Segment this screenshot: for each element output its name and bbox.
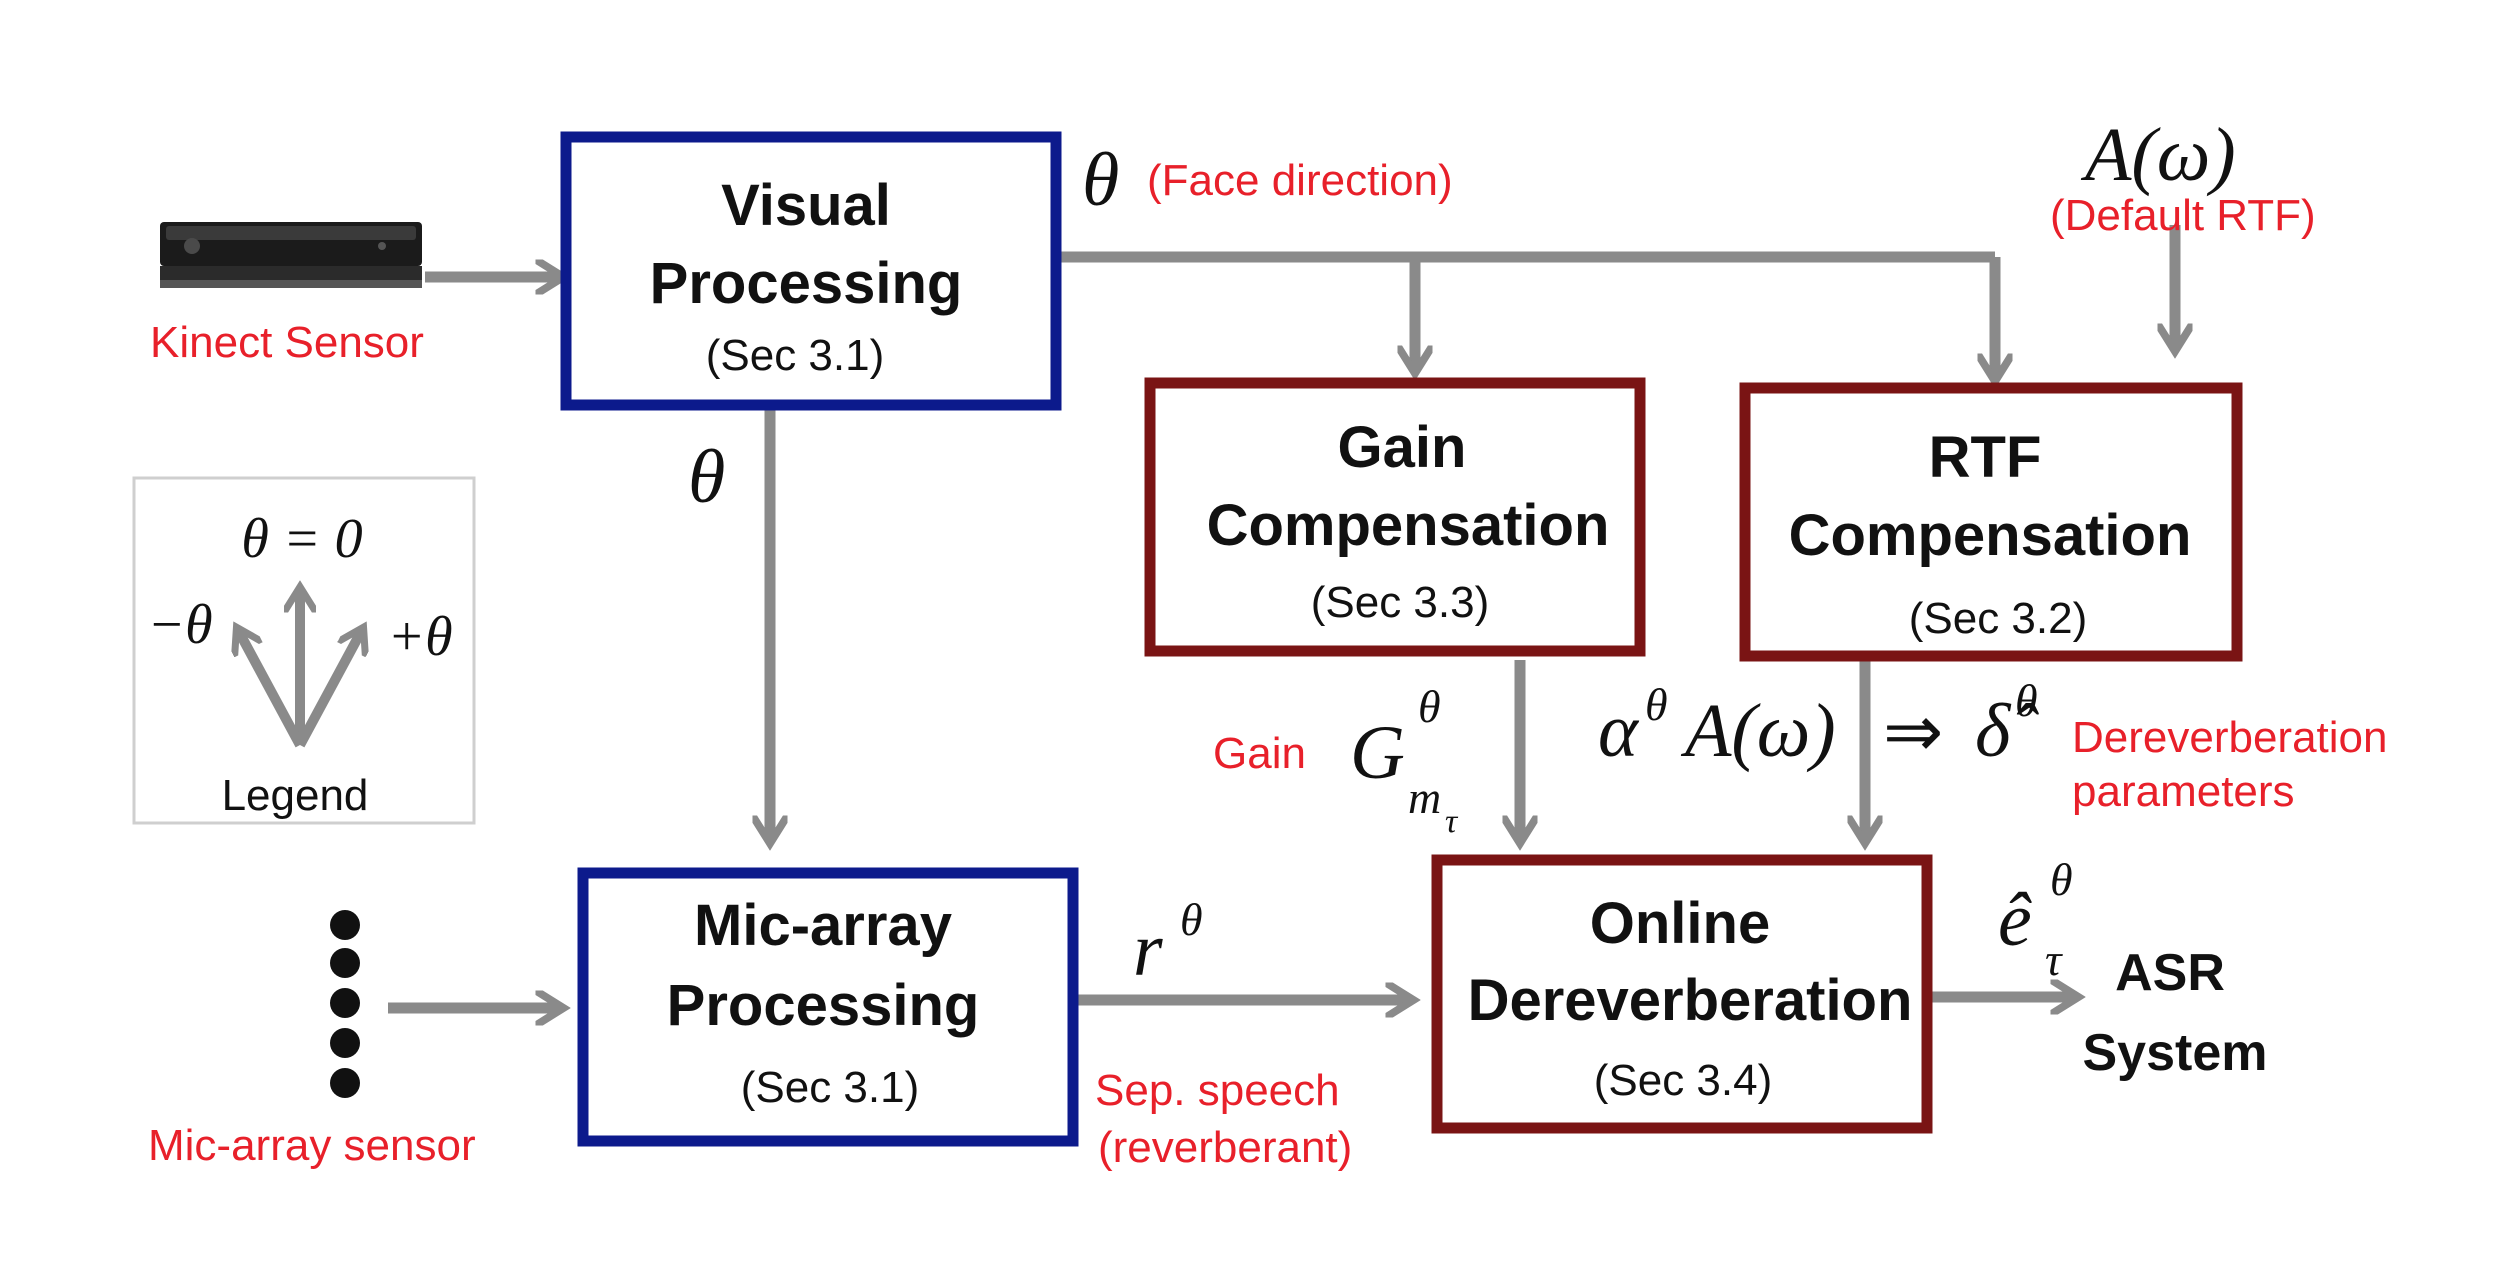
legend-theta-zero: θ = 0	[241, 508, 362, 570]
svg-text:A(ω): A(ω)	[1680, 689, 1836, 773]
mic-title-line1: Mic-array	[694, 893, 952, 958]
r-theta-symbol: r θ	[1133, 894, 1203, 992]
svg-text:θ: θ	[2050, 854, 2073, 905]
face-direction-label: (Face direction)	[1147, 156, 1453, 205]
alpha-a-omega-expression: α θ A(ω) ⇒ δ̂ θ	[1598, 675, 2039, 773]
e-hat-symbol: ê θ τ	[1998, 854, 2073, 985]
gain-compensation-box	[1144, 377, 1646, 657]
mic-section-ref: (Sec 3.1)	[741, 1063, 920, 1112]
gain-title-line1: Gain	[1338, 415, 1467, 480]
dereverberation-params-line1: Dereverberation	[2072, 713, 2388, 762]
svg-text:r: r	[1133, 908, 1163, 992]
svg-text:α: α	[1598, 689, 1640, 773]
theta-to-mic-symbol: θ	[688, 435, 725, 519]
svg-text:τ: τ	[1445, 803, 1459, 840]
a-omega-symbol: A(ω)	[2080, 113, 2236, 197]
legend-arrows	[238, 590, 362, 748]
mic-array-dots-icon	[330, 910, 360, 1098]
svg-text:τ: τ	[2045, 934, 2063, 985]
legend-label: Legend	[222, 771, 369, 820]
legend-box: θ = 0 −θ +θ Legend	[132, 476, 476, 825]
mic-array-processing-box	[577, 867, 1079, 1147]
gain-title-line2: Compensation	[1207, 493, 1610, 558]
connectors	[388, 225, 2175, 1008]
svg-text:θ: θ	[1180, 894, 1203, 945]
svg-text:θ: θ	[1645, 679, 1668, 730]
rtf-title-line2: Compensation	[1789, 503, 2192, 568]
visual-processing-box	[560, 131, 1062, 411]
sep-speech-line2: (reverberant)	[1098, 1123, 1352, 1172]
legend-plus-theta: +θ	[387, 606, 452, 668]
gain-section-ref: (Sec 3.3)	[1311, 578, 1490, 627]
rtf-section-ref: (Sec 3.2)	[1909, 594, 2088, 643]
dereverberation-params-line2: parameters	[2072, 767, 2295, 816]
svg-text:G: G	[1350, 711, 1405, 795]
asr-system-line2: System	[2083, 1024, 2268, 1082]
gain-label: Gain	[1213, 729, 1306, 778]
kinect-sensor-icon	[160, 222, 422, 288]
svg-text:θ: θ	[2015, 675, 2038, 726]
online-section-ref: (Sec 3.4)	[1594, 1056, 1773, 1105]
online-dereverberation-block: Online Dereverberation (Sec 3.4)	[1431, 854, 1933, 1134]
legend-minus-theta: −θ	[147, 594, 212, 656]
svg-text:⇒: ⇒	[1883, 692, 1943, 772]
gain-g-symbol: G θ m τ	[1350, 681, 1459, 840]
gain-compensation-block: Gain Compensation (Sec 3.3)	[1144, 377, 1646, 657]
mic-array-sensor-label: Mic-array sensor	[148, 1121, 476, 1170]
visual-processing-block: Visual Processing (Sec 3.1)	[560, 131, 1062, 411]
rtf-compensation-box	[1739, 382, 2243, 662]
asr-system-line1: ASR	[2115, 944, 2225, 1002]
mic-array-processing-block: Mic-array Processing (Sec 3.1)	[577, 867, 1079, 1147]
online-dereverberation-box	[1431, 854, 1933, 1134]
kinect-sensor-label: Kinect Sensor	[150, 318, 424, 367]
visual-section-ref: (Sec 3.1)	[706, 331, 885, 380]
online-title-line2: Dereverberation	[1468, 968, 1913, 1033]
default-rtf-label: (Default RTF)	[2050, 191, 2316, 240]
online-title-line1: Online	[1590, 891, 1770, 956]
visual-title-line1: Visual	[721, 173, 891, 238]
svg-text:m: m	[1408, 772, 1441, 823]
svg-text:ê: ê	[1998, 878, 2032, 962]
rtf-title-line1: RTF	[1929, 425, 2042, 490]
theta-face-direction-symbol: θ	[1082, 138, 1119, 222]
sep-speech-line1: Sep. speech	[1095, 1066, 1340, 1115]
mic-title-line2: Processing	[667, 973, 980, 1038]
rtf-compensation-block: RTF Compensation (Sec 3.2)	[1739, 382, 2243, 662]
visual-title-line2: Processing	[650, 251, 963, 316]
svg-text:θ: θ	[1418, 681, 1441, 732]
